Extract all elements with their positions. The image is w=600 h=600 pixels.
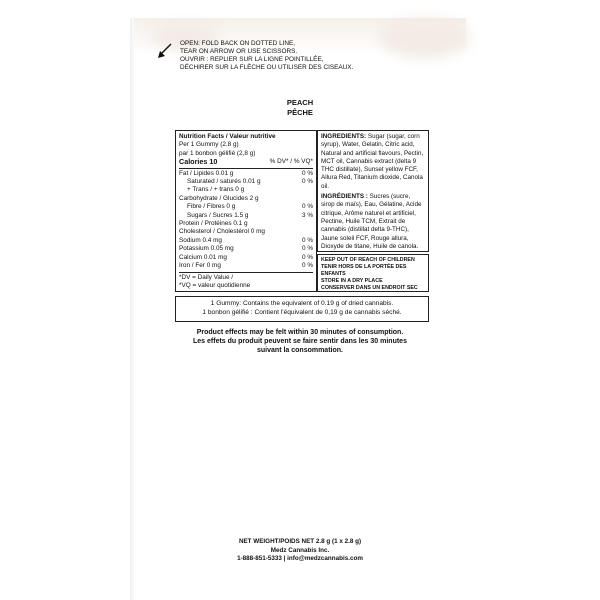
ingredients-label-en: INGREDIENTS: (321, 133, 367, 140)
effects-en: Product effects may be felt within 30 mi… (196, 329, 404, 336)
nutrient-label: Carbohydrate / Glucides 2 g (179, 194, 259, 202)
nutrient-row: Fibre / Fibres 0 g 0 % (179, 203, 313, 211)
opening-line: DÉCHIRER SUR LA FLÈCHE OU UTILISER DES C… (180, 64, 354, 71)
divider (179, 167, 313, 169)
background-smudge (150, 24, 220, 50)
contact-info: 1-888-851-5333 | info@medzcannabis.com (237, 555, 363, 563)
package-back (134, 18, 466, 600)
nutrient-label: Cholesterol / Cholestérol 0 mg (179, 228, 265, 236)
cannabis-equivalency-box: 1 Gummy: Contains the equivalent of 0.19… (175, 296, 429, 322)
daily-value-header: % DV* / % VQ* (269, 158, 313, 166)
nutrient-row: Sodium 0.4 mg 0 % (179, 237, 313, 245)
warning-line: CONSERVER DANS UN ENDROIT SEC (321, 285, 418, 291)
serving-size-fr: par 1 bonbon gélifié (2,8 g) (179, 149, 256, 157)
nutrition-title: Nutrition Facts / Valeur nutritive (179, 133, 276, 140)
divider (179, 271, 313, 273)
effects-fr: Les effets du produit peuvent se faire s… (193, 338, 407, 345)
flavor-name: PEACH PÊCHE (134, 98, 466, 118)
nutrient-row: Potassium 0.05 mg 0 % (179, 245, 313, 253)
nutrition-facts-table: Nutrition Facts / Valeur nutritive Per 1… (175, 130, 317, 292)
nutrient-label: + Trans / + trans 0 g (187, 186, 245, 194)
nutrient-label: Potassium 0.05 mg (179, 245, 234, 253)
ingredients-text-en: Sugar (sugar, corn syrup), Water, Gelati… (321, 133, 424, 190)
nutrient-dv: 0 % (301, 203, 313, 211)
ingredients-label-fr: INGRÉDIENTS : (321, 193, 368, 201)
nutrient-row: Sugars / Sucres 1.5 g 3 % (179, 212, 313, 220)
effects-fr: suivant la consommation. (257, 347, 343, 354)
package-shadow (130, 18, 136, 600)
opening-line: TEAR ON ARROW OR USE SCISSORS. (180, 48, 298, 55)
equivalency-en: 1 Gummy: Contains the equivalent of 0.19… (210, 300, 394, 307)
nutrient-label: Iron / Fer 0 mg (179, 262, 221, 270)
nutrient-label: Protein / Protéines 0.1 g (179, 220, 248, 228)
nutrient-dv: 0 % (301, 169, 313, 177)
flavor-fr: PÊCHE (287, 108, 313, 117)
nutrient-row: Carbohydrate / Glucides 2 g (179, 195, 313, 203)
opening-line: OUVRIR : REPLIER SUR LA LIGNE POINTILLÉE… (180, 56, 324, 63)
nutrient-row: + Trans / + trans 0 g (179, 186, 313, 194)
nutrient-dv: 3 % (301, 211, 313, 219)
ingredients-text-fr: Sucres (sucre, sirop de maïs), Eau, Géla… (321, 193, 422, 250)
warning-panel: KEEP OUT OF REACH OF CHILDREN TENIR HORS… (317, 254, 429, 292)
company-name: Medz Cannabis Inc. (270, 546, 330, 554)
nutrient-label: Sodium 0.4 mg (179, 236, 222, 244)
nutrient-row: Protein / Protéines 0.1 g (179, 220, 313, 228)
ingredients-en: INGREDIENTS: Sugar (sugar, corn syrup), … (321, 133, 425, 191)
warning-line: TENIR HORS DE LA PORTÉE DES ENFANTS (321, 264, 407, 277)
warning-line: KEEP OUT OF REACH OF CHILDREN (321, 257, 415, 263)
tear-arrow-icon (158, 43, 172, 58)
nutrient-label: Fibre / Fibres 0 g (187, 203, 236, 211)
nutrient-dv: 0 % (301, 178, 313, 186)
ingredients-fr: INGRÉDIENTS : Sucres (sucre, sirop de ma… (321, 193, 425, 251)
nutrient-row: Fat / Lipides 0.01 g 0 % (179, 170, 313, 178)
nutrient-label: Saturated / saturés 0.01 g (187, 178, 261, 186)
flavor-en: PEACH (286, 98, 314, 107)
nutrient-dv: 0 % (301, 253, 313, 261)
nutrient-row: Iron / Fer 0 mg 0 % (179, 262, 313, 270)
nutrient-dv: 0 % (301, 262, 313, 270)
nutrient-row: Calcium 0.01 mg 0 % (179, 254, 313, 262)
nutrient-dv: 0 % (301, 236, 313, 244)
net-weight: NET WEIGHT/POIDS NET 2.8 g (1 x 2.8 g) (238, 538, 362, 545)
package-footer: NET WEIGHT/POIDS NET 2.8 g (1 x 2.8 g) M… (134, 538, 466, 564)
serving-size-en: Per 1 Gummy (2.8 g) (179, 141, 239, 149)
nutrient-label: Fat / Lipides 0.01 g (179, 169, 234, 177)
equivalency-fr: 1 bonbon gélifié : Contient l'équivalent… (202, 309, 402, 316)
background-smudge (380, 18, 470, 58)
nutrient-row: Cholesterol / Cholestérol 0 mg (179, 228, 313, 236)
opening-line: OPEN: FOLD BACK ON DOTTED LINE, (180, 40, 296, 47)
effects-statement: Product effects may be felt within 30 mi… (150, 328, 450, 355)
opening-instructions: OPEN: FOLD BACK ON DOTTED LINE, TEAR ON … (156, 40, 376, 72)
footnote: *VQ = valeur quotidienne (179, 281, 251, 289)
nutrient-label: Sugars / Sucres 1.5 g (187, 211, 249, 219)
warning-line: STORE IN A DRY PLACE (321, 278, 383, 284)
nutrient-label: Calcium 0.01 mg (179, 253, 227, 261)
ingredients-panel: INGREDIENTS: Sugar (sugar, corn syrup), … (317, 130, 429, 252)
nutrient-dv: 0 % (301, 245, 313, 253)
footnote: *DV = Daily Value / (179, 273, 234, 281)
calories: Calories 10 (179, 157, 218, 167)
nutrient-row: Saturated / saturés 0.01 g 0 % (179, 178, 313, 186)
